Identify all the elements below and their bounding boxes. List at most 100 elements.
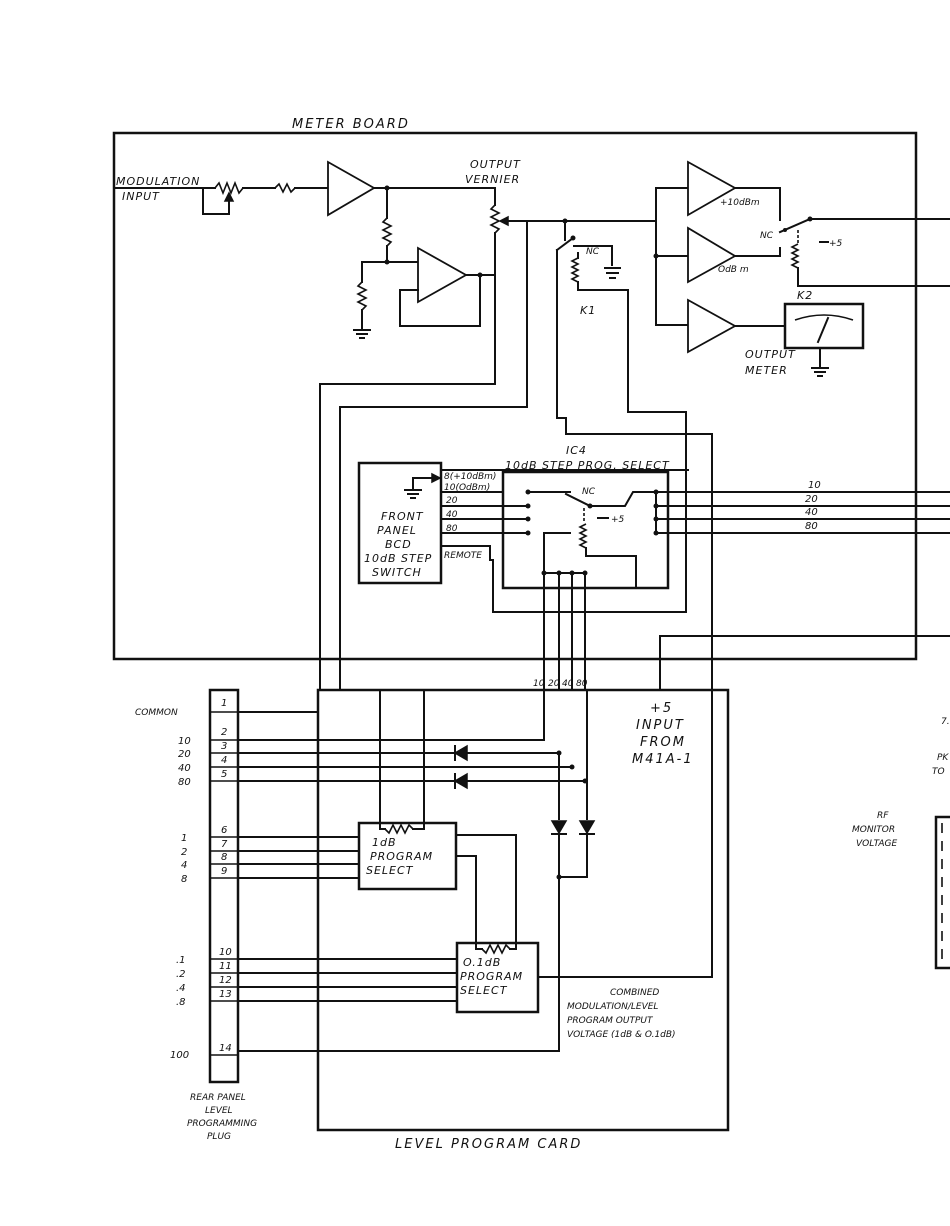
output-meter bbox=[783, 302, 865, 350]
svg-text:7: 7 bbox=[221, 839, 228, 850]
01db-label-3: SELECT bbox=[460, 984, 508, 997]
diode-vertical-1 bbox=[550, 820, 568, 835]
svg-text:.1: .1 bbox=[176, 955, 186, 966]
k2-plus5-label: +5 bbox=[829, 239, 843, 249]
svg-text:.4: .4 bbox=[176, 983, 186, 994]
output-vernier-label-2: VERNIER bbox=[465, 173, 520, 186]
svg-text:2: 2 bbox=[181, 847, 187, 858]
right-output-10: 10 bbox=[808, 480, 821, 491]
bus-label-20: 20 bbox=[548, 679, 560, 689]
svg-text:10: 10 bbox=[178, 736, 191, 747]
svg-text:8: 8 bbox=[181, 874, 187, 885]
bus-label-40: 40 bbox=[562, 679, 574, 689]
svg-text:40: 40 bbox=[178, 763, 191, 774]
front-panel-label-1: FRONT bbox=[381, 510, 424, 523]
rear-panel-label-2: LEVEL bbox=[205, 1106, 233, 1116]
diode-vertical-2 bbox=[578, 820, 596, 835]
output-vernier-label-1: OUTPUT bbox=[470, 158, 521, 171]
plus10dbm-amplifier bbox=[687, 160, 737, 217]
modulation-amplifier bbox=[327, 160, 376, 217]
bcd-pin-80: 80 bbox=[446, 524, 458, 534]
front-panel-label-2: PANEL bbox=[377, 524, 417, 537]
modulation-input-chain bbox=[113, 180, 329, 215]
k1-label: K1 bbox=[580, 304, 596, 317]
edge-fragment-pk: PK bbox=[937, 753, 949, 763]
bcd-pin-40: 40 bbox=[446, 510, 458, 520]
combined-label-1: COMBINED bbox=[610, 988, 659, 998]
plug-pin-numbers: 1 2 3 4 5 6 7 8 9 10 11 12 13 14 bbox=[219, 698, 232, 1054]
diode-20 bbox=[453, 744, 468, 762]
ic4-plus5-label: +5 bbox=[611, 515, 625, 525]
plus5-input-2: INPUT bbox=[636, 718, 685, 733]
level-program-card-title: LEVEL PROGRAM CARD bbox=[395, 1137, 582, 1152]
bcd-pin-20: 20 bbox=[446, 496, 458, 506]
modulation-input-label-2: INPUT bbox=[122, 190, 160, 203]
svg-text:2: 2 bbox=[221, 727, 227, 738]
front-panel-bcd-switch bbox=[357, 461, 443, 585]
level-program-card bbox=[316, 688, 730, 1132]
svg-text:14: 14 bbox=[219, 1043, 232, 1054]
ic4-label-1: IC4 bbox=[566, 444, 587, 457]
edge-fragment-to: TO bbox=[932, 767, 945, 777]
01db-label-2: PROGRAM bbox=[460, 970, 523, 983]
0dbm-amplifier bbox=[687, 226, 737, 284]
bcd-pin-8: 8(+10dBm) bbox=[444, 472, 496, 482]
svg-text:6: 6 bbox=[221, 825, 227, 836]
combined-label-4: VOLTAGE (1dB & O.1dB) bbox=[567, 1030, 676, 1040]
rear-panel-plug bbox=[208, 688, 240, 1084]
01db-label-1: O.1dB bbox=[463, 956, 501, 969]
k2-coil bbox=[790, 243, 800, 269]
meter-amplifier bbox=[687, 298, 737, 354]
feedback-resistor bbox=[381, 217, 393, 247]
svg-text:80: 80 bbox=[178, 777, 191, 788]
meter-board-outline bbox=[112, 131, 918, 661]
rear-panel-label-4: PLUG bbox=[207, 1132, 231, 1142]
k1-nc-label: NC bbox=[586, 247, 600, 257]
rf-monitor-label-1: RF bbox=[877, 811, 889, 821]
common-label: COMMON bbox=[135, 708, 178, 718]
svg-text:.8: .8 bbox=[176, 997, 186, 1008]
k1-coil bbox=[570, 257, 580, 283]
svg-text:5: 5 bbox=[221, 769, 227, 780]
meter-board-title: METER BOARD bbox=[292, 117, 410, 132]
k2-nc-label: NC bbox=[760, 231, 774, 241]
plus5-input-4: M41A-1 bbox=[632, 752, 694, 767]
svg-text:100: 100 bbox=[170, 1050, 189, 1061]
svg-text:3: 3 bbox=[221, 741, 227, 752]
svg-text:8: 8 bbox=[221, 852, 227, 863]
ground-resistor bbox=[356, 281, 368, 311]
bcd-pin-10: 10(OdBm) bbox=[444, 483, 490, 493]
front-panel-label-4: 10dB STEP bbox=[364, 552, 432, 565]
plus5-input-1: +5 bbox=[650, 701, 673, 716]
output-vernier-pot bbox=[489, 204, 501, 234]
svg-text:13: 13 bbox=[219, 989, 232, 1000]
rf-monitor-box bbox=[934, 815, 950, 970]
0dbm-label: OdB m bbox=[718, 265, 749, 275]
right-output-20: 20 bbox=[805, 494, 818, 505]
output-meter-label-1: OUTPUT bbox=[745, 348, 796, 361]
left-weight-labels: 10 20 40 80 1 2 4 8 .1 .2 .4 .8 100 bbox=[170, 736, 191, 1061]
1db-label-2: PROGRAM bbox=[370, 850, 433, 863]
k2-label: K2 bbox=[797, 289, 813, 302]
svg-text:4: 4 bbox=[221, 755, 227, 766]
ic4-coil bbox=[578, 523, 588, 549]
rf-monitor-label-2: MONITOR bbox=[852, 825, 895, 835]
1db-label-1: 1dB bbox=[372, 836, 397, 849]
bus-label-80: 80 bbox=[576, 679, 588, 689]
output-meter-label-2: METER bbox=[745, 364, 788, 377]
svg-text:1: 1 bbox=[221, 698, 227, 709]
plug-pin-separators bbox=[210, 711, 238, 1056]
svg-text:11: 11 bbox=[219, 961, 232, 972]
combined-label-2: MODULATION/LEVEL bbox=[567, 1002, 658, 1012]
right-output-40: 40 bbox=[805, 507, 818, 518]
front-panel-label-5: SWITCH bbox=[372, 566, 422, 579]
svg-text:12: 12 bbox=[219, 975, 232, 986]
svg-text:20: 20 bbox=[178, 749, 191, 760]
rf-monitor-label-3: VOLTAGE bbox=[856, 839, 897, 849]
front-panel-label-3: BCD bbox=[385, 538, 412, 551]
right-output-80: 80 bbox=[805, 521, 818, 532]
ic4-nc-label: NC bbox=[582, 487, 596, 497]
plus5-input-3: FROM bbox=[640, 735, 686, 750]
svg-text:9: 9 bbox=[221, 866, 227, 877]
